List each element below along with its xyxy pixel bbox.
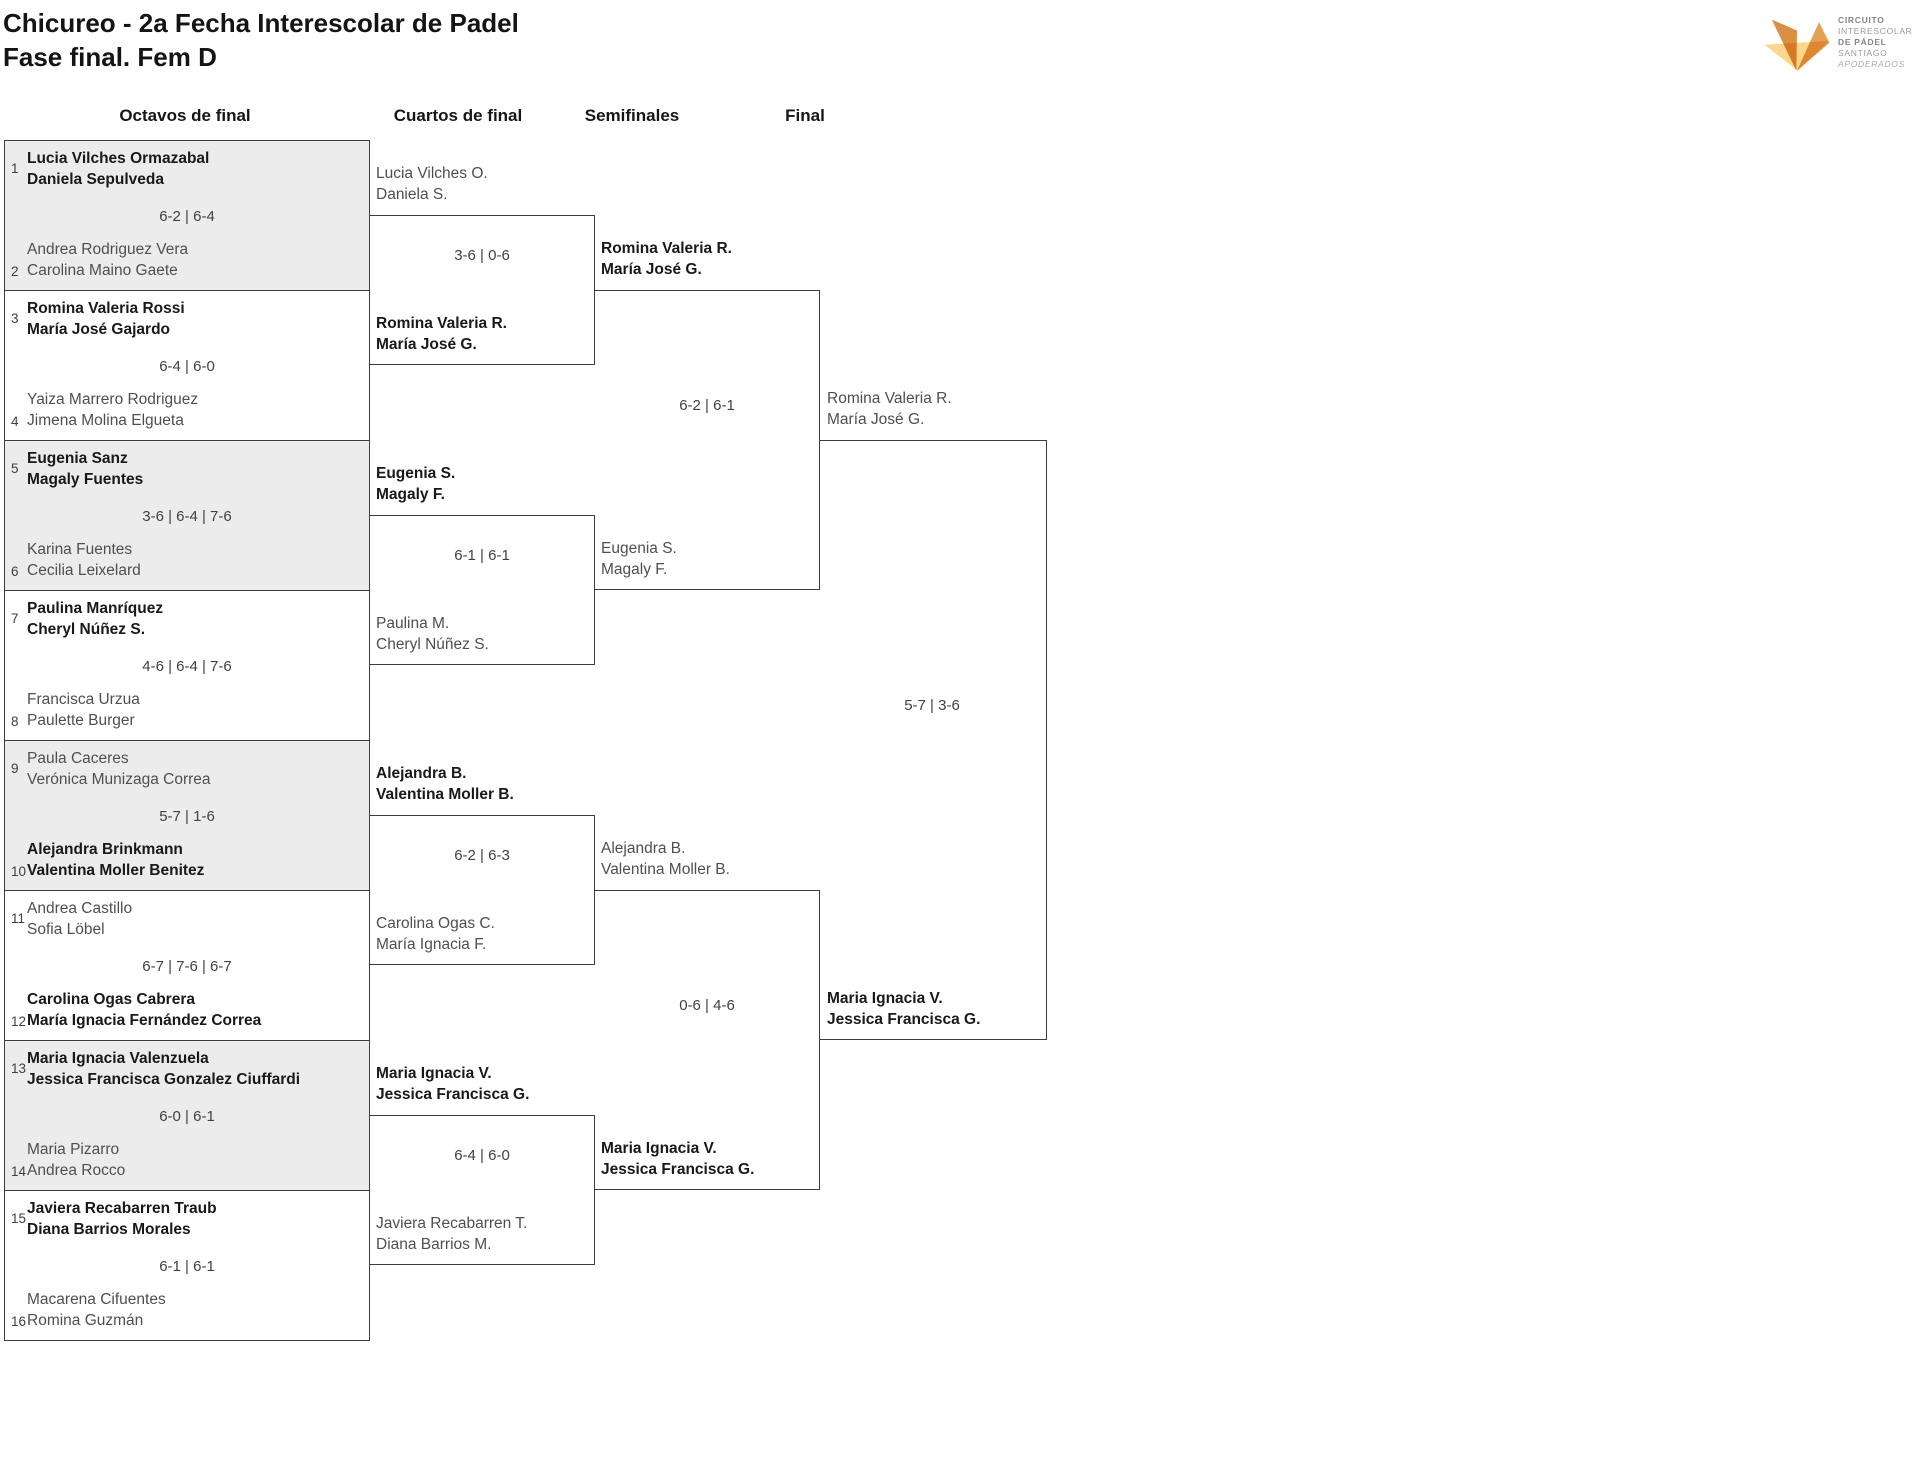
seed-label: 12 (11, 1014, 27, 1029)
logo-line-de-padel: DE PÁDEL (1838, 37, 1887, 47)
seed-label: 8 (11, 714, 19, 729)
cuartos-1-team-2: Romina Valeria R. María José G. (376, 315, 507, 353)
logo-line-santiago: SANTIAGO (1838, 48, 1888, 58)
octavos-match-6: 11 Andrea Castillo Sofia Löbel 6-7 | 7-6… (4, 890, 370, 1041)
team-names: Yaiza Marrero Rodriguez Jimena Molina El… (27, 391, 199, 429)
octavos-match-7: 13 Maria Ignacia Valenzuela Jessica Fran… (4, 1040, 370, 1191)
semifinal-bracket-lines-1 (595, 290, 820, 590)
logo-line-interescolar: INTERESCOLAR (1838, 26, 1913, 36)
cuartos-1-score: 3-6 | 0-6 (454, 247, 510, 264)
team-names: Eugenia Sanz Magaly Fuentes (27, 450, 144, 488)
team-names: Andrea Castillo Sofia Löbel (27, 900, 133, 938)
cuartos-bracket-lines-2 (370, 515, 595, 665)
cuartos-2-team-2: Paulina M. Cheryl Núñez S. (376, 615, 489, 653)
semifinal-1-score: 6-2 | 6-1 (679, 397, 735, 414)
page-title-line2: Fase final. Fem D (3, 42, 217, 72)
seed-label: 1 (11, 161, 19, 176)
team-names: Lucia Vilches Ormazabal Daniela Sepulved… (27, 150, 210, 188)
seed-label: 2 (11, 264, 19, 279)
column-header-final: Final (785, 106, 825, 125)
seed-label: 7 (11, 611, 19, 626)
logo-wordmark: CIRCUITO INTERESCOLAR DE PÁDEL SANTIAGO … (1838, 15, 1913, 70)
semifinal-bracket-lines-2 (595, 890, 820, 1190)
semifinal-1-team-2: Eugenia S. Magaly F. (601, 540, 677, 578)
match-score: 3-6 | 6-4 | 7-6 (142, 508, 232, 525)
semifinal-2-team-2: Maria Ignacia V. Jessica Francisca G. (601, 1140, 755, 1178)
seed-label: 11 (11, 911, 26, 926)
cuartos-3-score: 6-2 | 6-3 (454, 847, 510, 864)
seed-label: 4 (11, 414, 19, 429)
cuartos-3-team-1: Alejandra B. Valentina Moller B. (376, 765, 514, 803)
semifinal-2-score: 0-6 | 4-6 (679, 997, 735, 1014)
team-names: Javiera Recabarren Traub Diana Barrios M… (27, 1200, 217, 1238)
octavos-match-5: 9 Paula Caceres Verónica Munizaga Correa… (4, 740, 370, 891)
team-names: Andrea Rodriguez Vera Carolina Maino Gae… (27, 241, 189, 279)
seed-label: 14 (11, 1164, 27, 1179)
fox-logo-icon (1764, 19, 1830, 71)
seed-label: 5 (11, 461, 19, 476)
cuartos-4-team-1: Maria Ignacia V. Jessica Francisca G. (376, 1065, 530, 1103)
match-score: 6-0 | 6-1 (159, 1108, 215, 1125)
cuartos-4-score: 6-4 | 6-0 (454, 1147, 510, 1164)
final-score: 5-7 | 3-6 (904, 697, 960, 714)
team-names: Maria Ignacia Valenzuela Jessica Francis… (27, 1050, 301, 1088)
octavos-match-4: 7 Paulina Manríquez Cheryl Núñez S. 4-6 … (4, 590, 370, 741)
team-names: Carolina Ogas Cabrera María Ignacia Fern… (27, 991, 262, 1029)
cuartos-bracket-lines-1 (370, 215, 595, 365)
final-bracket-lines (820, 440, 1047, 1040)
team-names: Karina Fuentes Cecilia Leixelard (27, 541, 141, 579)
team-names: Maria Pizarro Andrea Rocco (27, 1141, 126, 1179)
seed-label: 6 (11, 564, 19, 579)
column-header-semifinales: Semifinales (584, 106, 680, 125)
match-score: 6-2 | 6-4 (159, 208, 215, 225)
semifinal-1-team-1: Romina Valeria R. María José G. (601, 240, 732, 278)
cuartos-2-score: 6-1 | 6-1 (454, 547, 510, 564)
final-team-1: Romina Valeria R. María José G. (827, 390, 952, 428)
cuartos-bracket-lines-4 (370, 1115, 595, 1265)
seed-label: 16 (11, 1314, 27, 1329)
final-team-2: Maria Ignacia V. Jessica Francisca G. (827, 990, 981, 1028)
cuartos-bracket-lines-3 (370, 815, 595, 965)
team-names: Paula Caceres Verónica Munizaga Correa (27, 750, 211, 788)
octavos-match-1: 1 Lucia Vilches Ormazabal Daniela Sepulv… (4, 140, 370, 291)
match-score: 6-7 | 7-6 | 6-7 (142, 958, 232, 975)
octavos-match-2: 3 Romina Valeria Rossi María José Gajard… (4, 290, 370, 441)
seed-label: 10 (11, 864, 27, 879)
seed-label: 3 (11, 311, 19, 326)
logo-line-apoderados: APODERADOS (1838, 59, 1905, 69)
page-title: Chicureo - 2a Fecha Interescolar de Pade… (3, 6, 519, 74)
cuartos-1-team-1: Lucia Vilches O. Daniela S. (376, 165, 488, 203)
page-title-line1: Chicureo - 2a Fecha Interescolar de Pade… (3, 8, 519, 38)
team-names: Macarena Cifuentes Romina Guzmán (27, 1291, 166, 1329)
team-names: Romina Valeria Rossi María José Gajardo (27, 300, 185, 338)
team-names: Francisca Urzua Paulette Burger (27, 691, 140, 729)
semifinal-2-team-1: Alejandra B. Valentina Moller B. (601, 840, 730, 878)
cuartos-2-team-1: Eugenia S. Magaly F. (376, 465, 456, 503)
logo-line-circuito: CIRCUITO (1838, 15, 1885, 25)
column-header-cuartos: Cuartos de final (393, 106, 523, 125)
seed-label: 9 (11, 761, 19, 776)
octavos-match-8: 15 Javiera Recabarren Traub Diana Barrio… (4, 1190, 370, 1341)
match-score: 6-1 | 6-1 (159, 1258, 215, 1275)
match-score: 5-7 | 1-6 (159, 808, 215, 825)
cuartos-4-team-2: Javiera Recabarren T. Diana Barrios M. (376, 1215, 528, 1253)
team-names: Paulina Manríquez Cheryl Núñez S. (27, 600, 164, 638)
seed-label: 15 (11, 1211, 27, 1226)
cuartos-3-team-2: Carolina Ogas C. María Ignacia F. (376, 915, 495, 953)
column-header-octavos: Octavos de final (119, 106, 251, 125)
match-score: 4-6 | 6-4 | 7-6 (142, 658, 232, 675)
match-score: 6-4 | 6-0 (159, 358, 215, 375)
team-names: Alejandra Brinkmann Valentina Moller Ben… (27, 841, 205, 879)
seed-label: 13 (11, 1061, 27, 1076)
octavos-match-3: 5 Eugenia Sanz Magaly Fuentes 3-6 | 6-4 … (4, 440, 370, 591)
